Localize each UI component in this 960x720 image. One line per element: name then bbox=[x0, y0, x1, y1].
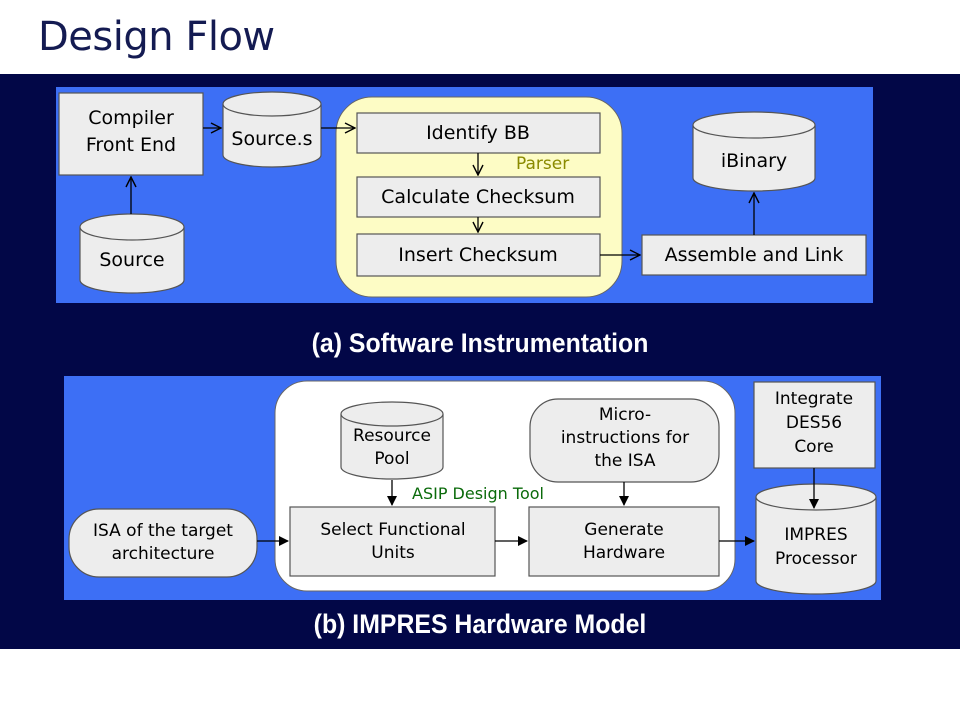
impres-processor-label: IMPRES bbox=[784, 525, 847, 545]
assemble-and-link-box bbox=[641, 234, 867, 276]
software-instrumentation-caption: (a) Software Instrumentation bbox=[311, 328, 649, 358]
source-s-cylinder: Source.s bbox=[222, 91, 322, 168]
source-label: Source bbox=[99, 249, 164, 271]
source-cylinder: Source bbox=[79, 213, 185, 294]
micro-instructions-label-2: instructions for bbox=[561, 428, 689, 448]
generate-hardware-label: Generate bbox=[584, 520, 663, 540]
calculate-checksum-label: Calculate Checksum bbox=[381, 186, 575, 208]
resource-pool-label: Resource bbox=[353, 426, 431, 446]
insert-checksum-box bbox=[356, 233, 601, 277]
resource-pool-cylinder: Resource Pool bbox=[340, 401, 444, 480]
isa-target-box bbox=[68, 508, 258, 578]
ibinary-label: iBinary bbox=[721, 150, 787, 172]
integrate-des56-label-3: Core bbox=[794, 437, 833, 457]
isa-target-label: ISA of the target bbox=[93, 521, 233, 541]
compiler-front-end-label-2: Front End bbox=[86, 134, 176, 156]
assemble-and-link-label: Assemble and Link bbox=[665, 244, 844, 266]
identify-bb-label: Identify BB bbox=[426, 122, 530, 144]
source-s-label: Source.s bbox=[231, 128, 312, 150]
impres-processor-label-2: Processor bbox=[775, 549, 857, 569]
isa-target-label-2: architecture bbox=[112, 544, 215, 564]
select-functional-units-box bbox=[289, 506, 496, 577]
select-functional-units-label-2: Units bbox=[371, 543, 415, 563]
calculate-checksum-box bbox=[356, 176, 601, 218]
asip-design-tool-label: ASIP Design Tool bbox=[412, 484, 544, 503]
integrate-des56-label-2: DES56 bbox=[786, 413, 842, 433]
compiler-front-end-box bbox=[58, 92, 204, 176]
impres-processor-cylinder: IMPRES Processor bbox=[755, 483, 877, 595]
integrate-des56-label: Integrate bbox=[775, 389, 853, 409]
generate-hardware-label-2: Hardware bbox=[583, 543, 665, 563]
integrate-des56-box bbox=[753, 381, 876, 469]
select-functional-units-label: Select Functional bbox=[320, 520, 465, 540]
identify-bb-box bbox=[356, 112, 601, 154]
generate-hardware-box bbox=[528, 506, 720, 577]
parser-label: Parser bbox=[516, 154, 569, 174]
insert-checksum-label: Insert Checksum bbox=[398, 244, 557, 266]
slide-title: Design Flow bbox=[38, 14, 275, 60]
micro-instructions-label-3: the ISA bbox=[594, 451, 655, 471]
micro-instructions-label: Micro- bbox=[599, 405, 651, 425]
hardware-model-caption: (b) IMPRES Hardware Model bbox=[313, 609, 647, 639]
compiler-front-end-label: Compiler bbox=[88, 107, 174, 129]
resource-pool-label-2: Pool bbox=[374, 449, 409, 469]
ibinary-cylinder: iBinary bbox=[692, 111, 816, 192]
